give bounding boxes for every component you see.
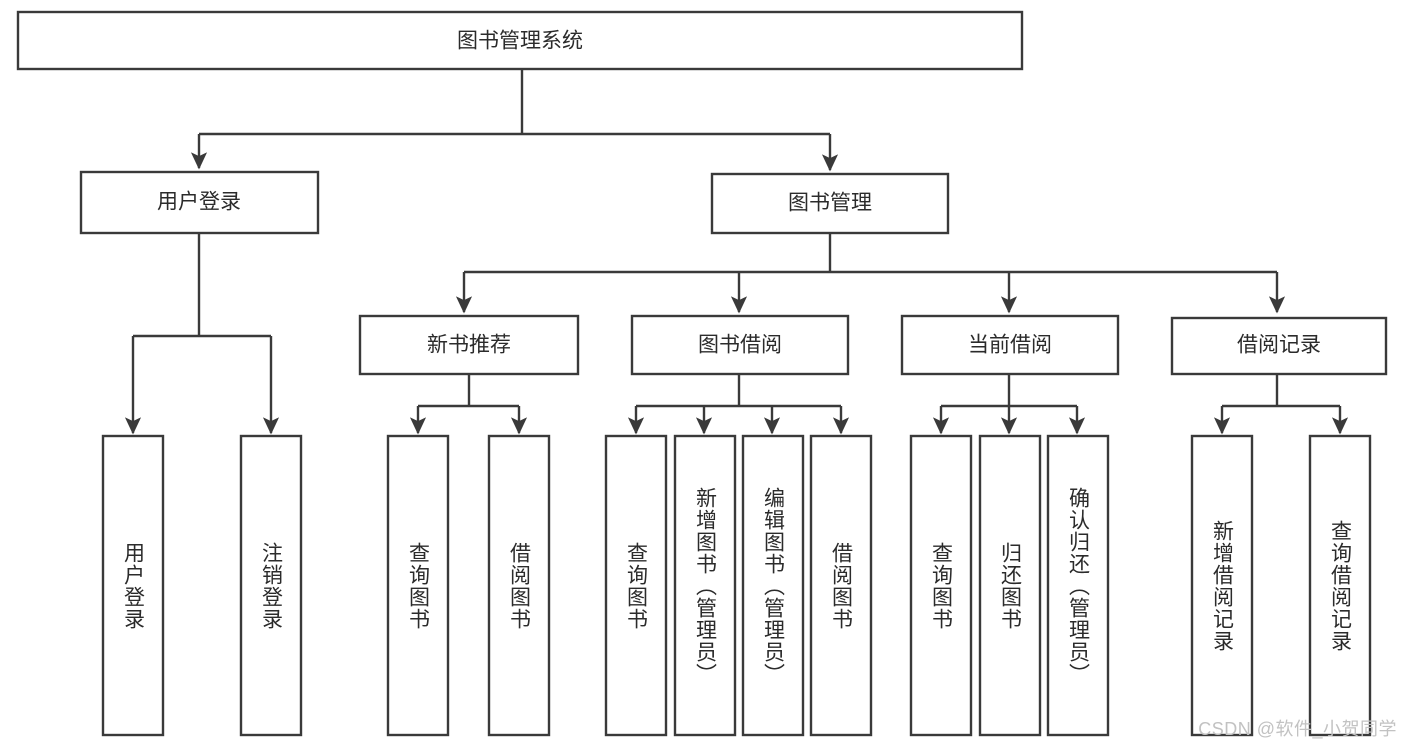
node-borrow-record-label: 借阅记录	[1237, 334, 1321, 357]
node-new-book-recommend-box[interactable]	[358, 314, 580, 376]
node-current-borrow-box[interactable]	[900, 314, 1120, 376]
node-root-box[interactable]	[16, 10, 1024, 71]
leaf-box-borrow-2[interactable]	[673, 434, 737, 737]
leaf-box-current-1[interactable]	[909, 434, 973, 737]
node-book-borrow-box[interactable]	[630, 314, 850, 376]
csdn-watermark: CSDN @软件_小贺同学	[1198, 719, 1397, 739]
node-book-management[interactable]: 图书管理	[710, 172, 950, 235]
leaf-box-current-2[interactable]	[978, 434, 1042, 737]
node-new-book-recommend[interactable]: 新书推荐	[358, 314, 580, 376]
node-new-book-recommend-label: 新书推荐	[427, 334, 511, 357]
node-borrow-record-box[interactable]	[1170, 316, 1388, 376]
node-user-login[interactable]: 用户登录	[79, 170, 320, 235]
leaf-box-borrow-3[interactable]	[741, 434, 805, 737]
leaf-box-user-login-1[interactable]	[101, 434, 165, 737]
node-user-login-label: 用户登录	[157, 191, 241, 214]
node-user-login-box[interactable]	[79, 170, 320, 235]
leaf-box-new-book-2[interactable]	[487, 434, 551, 737]
leaf-box-layer	[101, 434, 1372, 737]
leaf-box-new-book-1[interactable]	[386, 434, 450, 737]
leaf-box-record-1[interactable]	[1190, 434, 1254, 737]
node-book-management-box[interactable]	[710, 172, 950, 235]
node-borrow-record[interactable]: 借阅记录	[1170, 316, 1388, 376]
node-root-label: 图书管理系统	[457, 30, 583, 53]
leaf-box-borrow-1[interactable]	[604, 434, 668, 737]
leaf-box-user-login-2[interactable]	[239, 434, 303, 737]
node-current-borrow[interactable]: 当前借阅	[900, 314, 1120, 376]
node-root[interactable]: 图书管理系统	[16, 10, 1024, 71]
leaf-box-record-2[interactable]	[1308, 434, 1372, 737]
leaf-box-current-3[interactable]	[1046, 434, 1110, 737]
node-current-borrow-label: 当前借阅	[968, 334, 1052, 357]
leaf-box-borrow-4[interactable]	[809, 434, 873, 737]
connector-layer	[124, 69, 1349, 435]
node-book-borrow[interactable]: 图书借阅	[630, 314, 850, 376]
node-book-management-label: 图书管理	[788, 192, 872, 215]
node-book-borrow-label: 图书借阅	[698, 334, 782, 357]
